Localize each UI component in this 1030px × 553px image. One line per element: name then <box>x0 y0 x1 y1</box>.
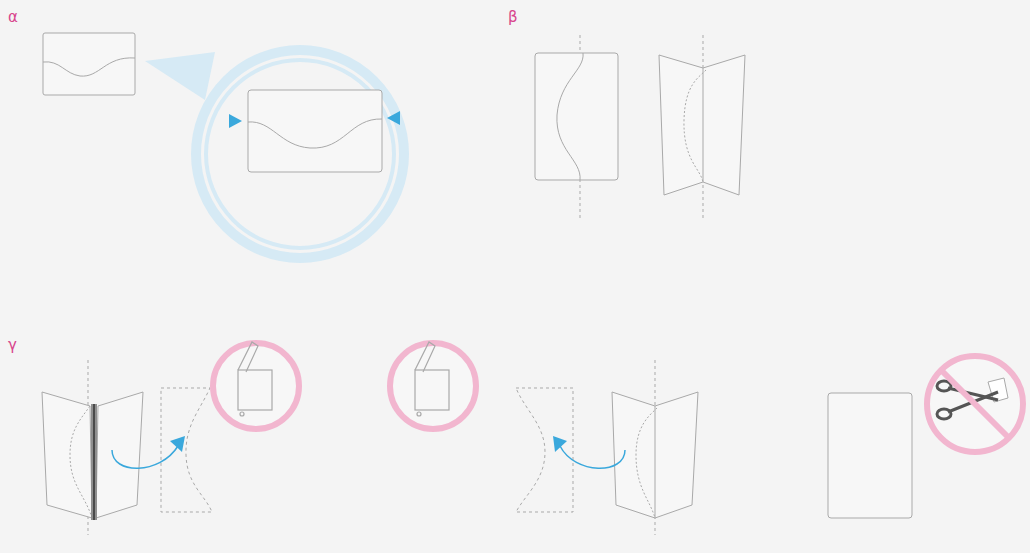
step-letter: γ <box>8 338 17 353</box>
step-letter: α <box>8 10 18 25</box>
step-letter: β <box>508 10 518 25</box>
